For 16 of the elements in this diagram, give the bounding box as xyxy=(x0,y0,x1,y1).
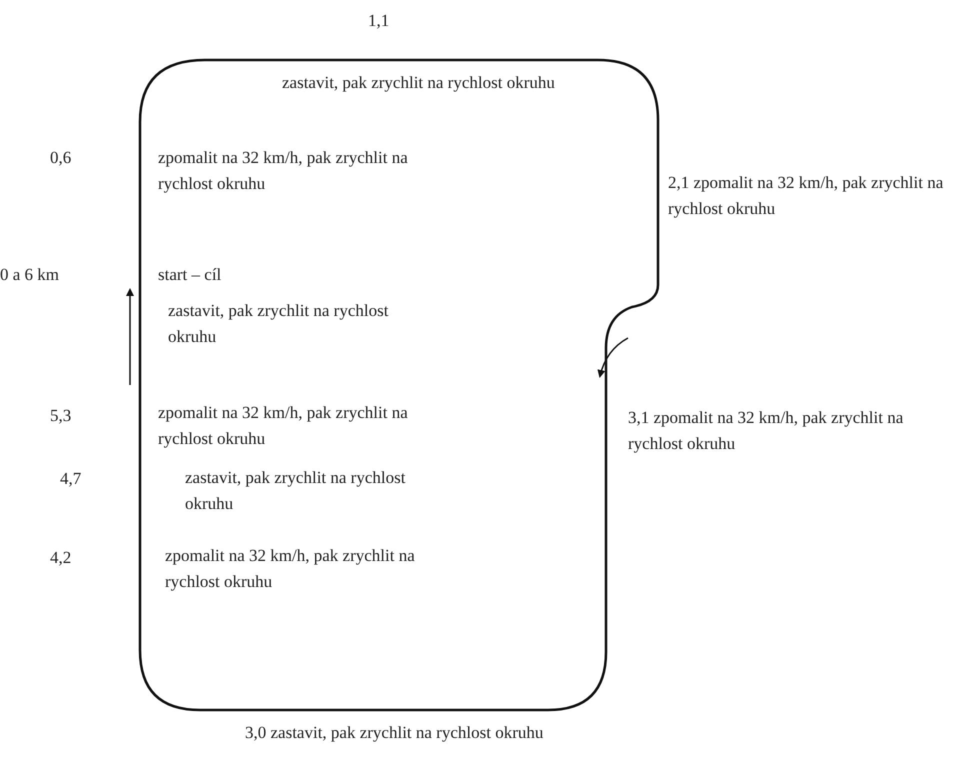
distance-label: 4,2 xyxy=(50,547,72,569)
track-note: zpomalit na 32 km/h, pak zrychlit na rychlost okruhu xyxy=(158,402,409,450)
track-note: 3,1 zpomalit na 32 km/h, pak zrychlit na rychlost okruhu xyxy=(628,407,904,455)
track-note: zastavit, pak zrychlit na rychlost okruhu xyxy=(282,72,556,94)
track-note: zpomalit na 32 km/h, pak zrychlit na rychlost okruhu xyxy=(165,545,416,593)
track-note: 3,0 zastavit, pak zrychlit na rychlost okruhu xyxy=(245,722,544,744)
distance-label: 1,1 xyxy=(368,10,390,32)
track-note: 2,1 zpomalit na 32 km/h, pak zrychlit na rychlost okruhu xyxy=(668,172,944,220)
track-note: zastavit, pak zrychlit na rychlost okruhu xyxy=(185,467,406,515)
track-note: zpomalit na 32 km/h, pak zrychlit na rychlost okruhu xyxy=(158,147,409,195)
track-note: zastavit, pak zrychlit na rychlost okruhu xyxy=(168,300,390,348)
distance-label: 0 a 6 km xyxy=(0,264,60,286)
distance-label: start – cíl xyxy=(158,264,222,286)
distance-label: 5,3 xyxy=(50,405,72,427)
distance-label: 4,7 xyxy=(60,468,82,490)
distance-label: 0,6 xyxy=(50,147,72,169)
